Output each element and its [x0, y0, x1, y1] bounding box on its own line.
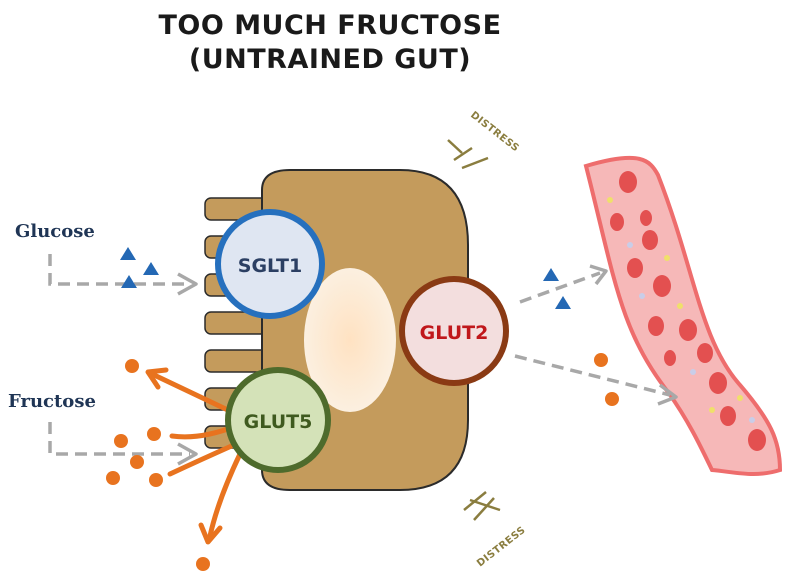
glucose-label: Glucose: [15, 221, 95, 242]
distress-indicator-top: DISTRESS: [447, 110, 521, 170]
distress-label-top: DISTRESS: [468, 110, 521, 155]
fructose-input-arrow: [48, 422, 198, 466]
diagram-title: TOO MUCH FRUCTOSE: [158, 10, 502, 41]
distress-label-bottom: DISTRESS: [475, 525, 528, 570]
glut5-transporter: GLUT5: [225, 367, 331, 473]
fructose-output-arrow: [514, 353, 678, 406]
sglt1-label: SGLT1: [238, 255, 302, 277]
glucose-input-arrow: [48, 254, 198, 296]
fructose-escape-arrows: [145, 367, 243, 571]
red-blood-cell: [610, 171, 766, 451]
glucose-molecule: [120, 247, 159, 288]
diagram-subtitle: (UNTRAINED GUT): [188, 44, 472, 75]
cell-nucleus: [304, 268, 396, 412]
blood-vessel: [583, 155, 783, 476]
glut2-transporter: GLUT2: [399, 276, 509, 386]
blood-particle: [607, 197, 755, 423]
fructose-molecule: [106, 359, 163, 487]
glut5-label: GLUT5: [244, 411, 313, 433]
glut2-label: GLUT2: [420, 322, 489, 344]
glucose-output-arrow: [519, 264, 608, 309]
distress-indicator-bottom: DISTRESS: [463, 491, 528, 570]
sglt1-transporter: SGLT1: [215, 209, 325, 319]
fructose-label: Fructose: [8, 391, 96, 412]
